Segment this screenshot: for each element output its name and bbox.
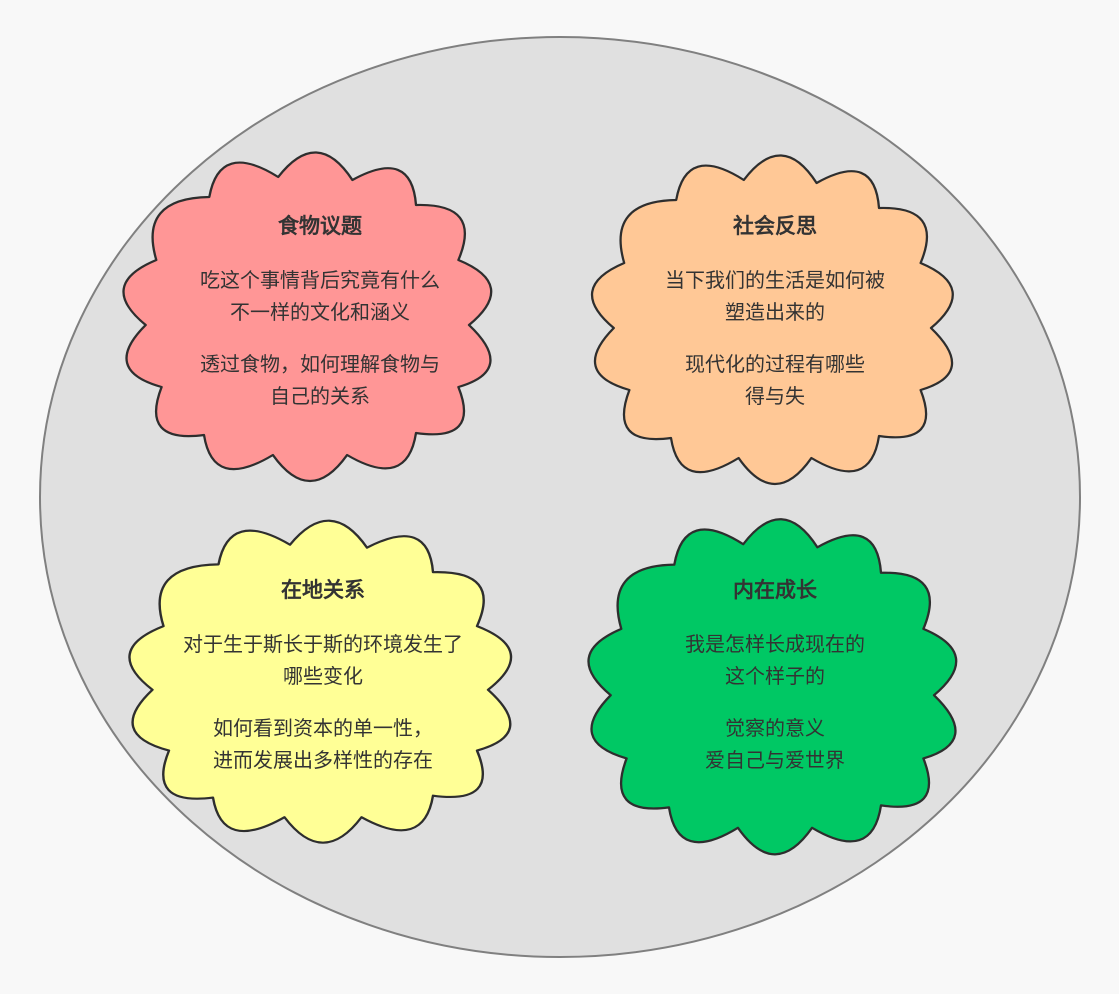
cloud-line: 这个样子的: [725, 664, 825, 688]
cloud-line: 得与失: [745, 384, 805, 408]
cloud-shape: [122, 151, 493, 482]
cloud-paragraph: 透过食物，如何理解食物与 自己的关系: [150, 348, 490, 412]
cloud-line: 透过食物，如何理解食物与: [200, 352, 440, 376]
cloud-food: 食物议题 吃这个事情背后究竟有什么 不一样的文化和涵义 透过食物，如何理解食物与…: [150, 212, 490, 432]
cloud-line: 进而发展出多样性的存在: [213, 748, 433, 772]
cloud-line: 塑造出来的: [725, 300, 825, 324]
cloud-title: 食物议题: [278, 214, 362, 238]
cloud-line: 现代化的过程有哪些: [685, 352, 865, 376]
cloud-line: 爱自己与爱世界: [705, 748, 845, 772]
cloud-paragraph: 当下我们的生活是如何被 塑造出来的: [605, 264, 945, 328]
cloud-paragraph: 觉察的意义 爱自己与爱世界: [605, 712, 945, 776]
cloud-line: 觉察的意义: [725, 716, 825, 740]
cloud-line: 不一样的文化和涵义: [230, 300, 410, 324]
cloud-shape: [128, 519, 513, 844]
cloud-line: 我是怎样长成现在的: [685, 632, 865, 656]
cloud-growth: 内在成长 我是怎样长成现在的 这个样子的 觉察的意义 爱自己与爱世界: [605, 576, 945, 796]
cloud-title: 内在成长: [733, 578, 817, 602]
cloud-growth-shape: [587, 518, 958, 856]
cloud-local-shape: [128, 519, 513, 844]
cloud-food-shape: [122, 151, 493, 482]
cloud-paragraph: 现代化的过程有哪些 得与失: [605, 348, 945, 412]
cloud-society-shape: [590, 154, 954, 485]
cloud-line: 哪些变化: [283, 664, 363, 688]
outer-circle: [39, 36, 1081, 958]
cloud-paragraph: 吃这个事情背后究竟有什么 不一样的文化和涵义: [150, 264, 490, 328]
cloud-line: 自己的关系: [270, 384, 370, 408]
cloud-line: 如何看到资本的单一性，: [213, 716, 433, 740]
cloud-society: 社会反思 当下我们的生活是如何被 塑造出来的 现代化的过程有哪些 得与失: [605, 212, 945, 432]
cloud-paragraph: 对于生于斯长于斯的环境发生了 哪些变化: [138, 628, 508, 692]
cloud-local: 在地关系 对于生于斯长于斯的环境发生了 哪些变化 如何看到资本的单一性， 进而发…: [138, 576, 508, 796]
cloud-paragraph: 我是怎样长成现在的 这个样子的: [605, 628, 945, 692]
cloud-title: 社会反思: [733, 214, 817, 238]
cloud-paragraph: 如何看到资本的单一性， 进而发展出多样性的存在: [138, 712, 508, 776]
cloud-shape: [587, 518, 958, 856]
cloud-line: 当下我们的生活是如何被: [665, 268, 885, 292]
cloud-title: 在地关系: [281, 578, 365, 602]
cloud-line: 吃这个事情背后究竟有什么: [200, 268, 440, 292]
cloud-shape: [590, 154, 954, 485]
cloud-line: 对于生于斯长于斯的环境发生了: [183, 632, 463, 656]
